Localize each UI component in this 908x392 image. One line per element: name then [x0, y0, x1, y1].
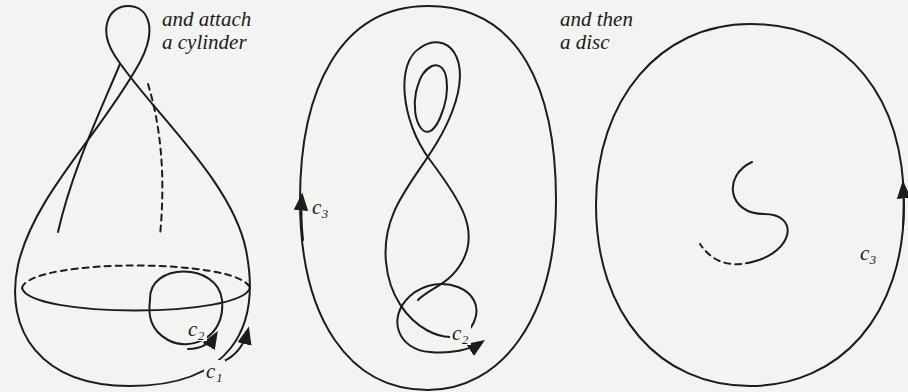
inner-loop-c2 [149, 272, 222, 345]
curve-label: c₃ [858, 242, 879, 265]
disc-boundary-oval [300, 6, 556, 390]
twisted-loop [386, 42, 477, 352]
fold-curve [58, 64, 120, 232]
c3-arrow-right [902, 184, 905, 226]
twisted-loop-upper [415, 65, 447, 132]
s-curve [733, 162, 788, 262]
teardrop-surface [15, 6, 250, 386]
curve-label: c₂ [450, 322, 471, 345]
caption-note: and attach a cylinder [160, 8, 268, 54]
fold-curve-hidden [148, 84, 162, 236]
twisted-loop-inner [404, 48, 468, 300]
disc-oval [596, 24, 904, 386]
c1-arrow [222, 330, 248, 362]
curve-label: c₁ [204, 360, 225, 383]
curve-label: c₂ [186, 318, 207, 341]
cylinder-ellipse-front [22, 288, 250, 311]
caption-note: and then a disc [558, 8, 648, 54]
c3-arrow-middle [301, 196, 303, 240]
curve-label: c₃ [310, 196, 331, 219]
s-curve-hidden [700, 244, 752, 264]
